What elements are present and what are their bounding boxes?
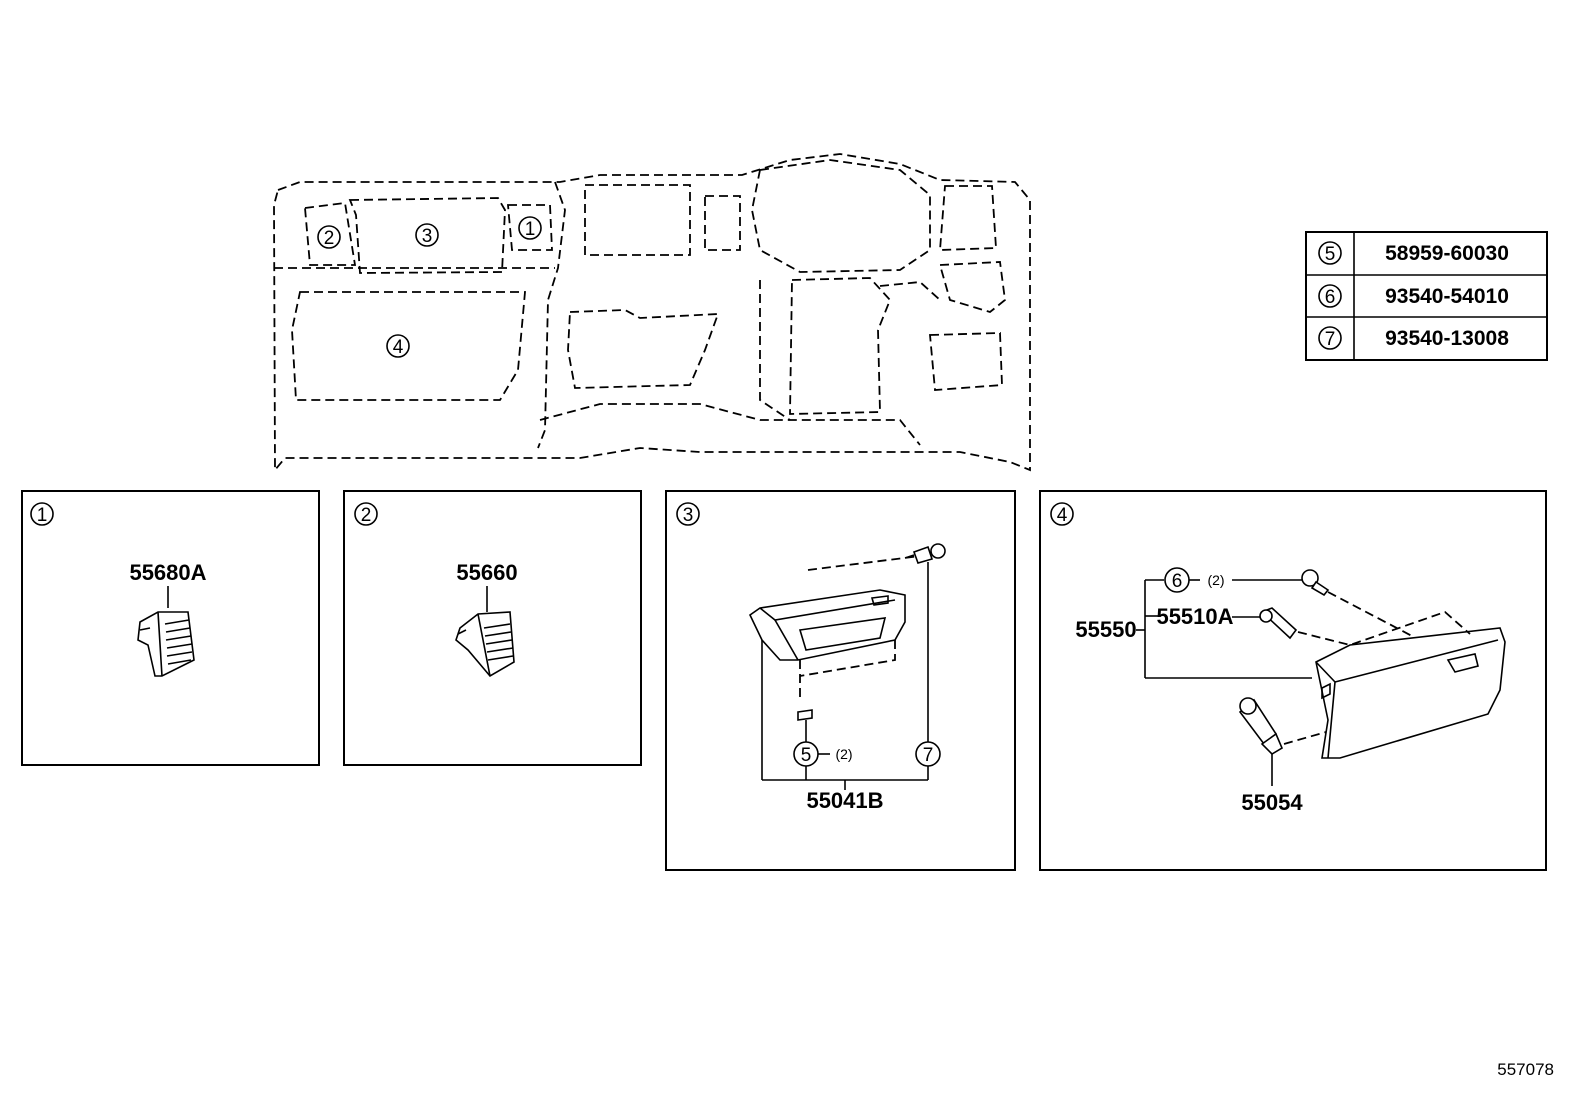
legend-row: 7 93540-13008 [1318,326,1509,350]
svg-text:4: 4 [1057,505,1068,526]
svg-text:1: 1 [525,219,536,240]
quantity-label: (2) [835,746,852,762]
detail-panel-2: 2 55660 [343,490,642,766]
detail-panel-1: 1 55680A [21,490,320,766]
svg-text:5: 5 [801,745,812,766]
side-vent-icon [137,611,195,677]
screw-icon [904,543,946,564]
part-number-55510a: 55510A [1156,604,1233,629]
screw-icon [1301,569,1330,597]
side-vent-icon [455,611,515,678]
svg-text:3: 3 [683,505,694,526]
part-number-55660: 55660 [456,560,517,585]
legend-part-number: 58959-60030 [1385,242,1509,265]
fastener-legend-table: 5 58959-60030 6 93540-54010 7 93540-1300… [1305,231,1548,361]
overview-callout-1: 1 [518,216,542,240]
diagram-reference-number: 557078 [1497,1060,1554,1079]
svg-text:5: 5 [1325,244,1336,265]
svg-text:2: 2 [324,228,335,249]
svg-text:3: 3 [422,226,433,247]
part-number-55550: 55550 [1075,617,1136,642]
svg-text:6: 6 [1325,287,1336,308]
svg-text:1: 1 [37,505,48,526]
quantity-label: (2) [1207,572,1224,588]
overview-callout-4: 4 [386,334,410,358]
legend-part-number: 93540-54010 [1385,285,1509,308]
svg-text:4: 4 [393,337,404,358]
part-number-55680a: 55680A [129,560,206,585]
damper-icon [1259,607,1298,640]
legend-part-number: 93540-13008 [1385,327,1509,350]
overview-callout-2: 2 [317,225,341,249]
svg-text:2: 2 [361,505,372,526]
part-number-55054: 55054 [1241,790,1303,815]
glove-box-icon [1315,627,1506,759]
upper-compartment-icon [748,589,906,661]
clip-icon [797,709,813,721]
svg-text:7: 7 [923,745,934,766]
overview-callout-3: 3 [415,223,439,247]
legend-row: 5 58959-60030 [1318,241,1509,265]
detail-panel-4: 4 55550 6 (2) 55510A [1039,490,1547,871]
dashboard-overview: 2 3 1 4 [273,153,1031,473]
svg-text:7: 7 [1325,329,1336,350]
detail-panel-3: 3 5 (2) 7 55041B [665,490,1016,871]
lock-cylinder-icon [1238,697,1284,756]
part-number-55041b: 55041B [806,788,883,813]
legend-row: 6 93540-54010 [1318,284,1509,308]
svg-text:6: 6 [1172,571,1183,592]
